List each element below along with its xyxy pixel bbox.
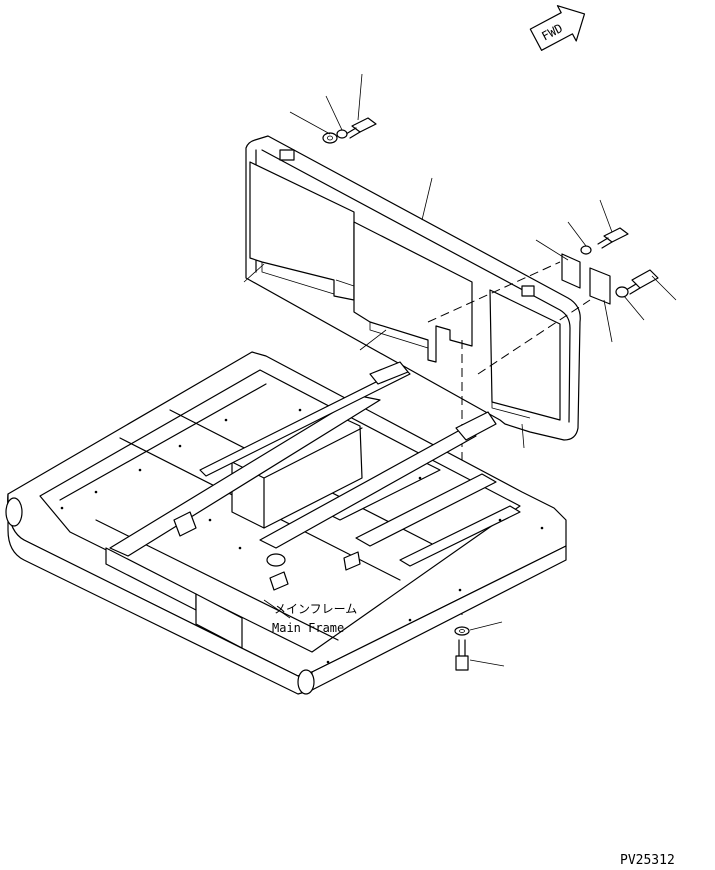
drawing-id: PV25312: [620, 853, 675, 868]
bolt-top: [346, 118, 376, 138]
fwd-arrow: FWD: [527, 0, 594, 57]
flat-washer: [323, 133, 337, 143]
bracket-plate-lower: [590, 268, 610, 304]
bracket-plate-upper: [562, 254, 580, 288]
callout-japanese: メインフレーム: [274, 602, 357, 616]
cover-tab: [280, 150, 294, 160]
callout-english: Main Frame: [272, 621, 344, 635]
washer: [581, 246, 591, 254]
bolt-right-lower: [626, 270, 658, 294]
washer-bottom: [455, 627, 469, 635]
lock-washer: [337, 130, 347, 138]
bolt-bottom: [456, 640, 468, 670]
washer: [616, 287, 628, 297]
bolt-right-upper: [598, 228, 628, 248]
cover-tab: [522, 286, 534, 296]
